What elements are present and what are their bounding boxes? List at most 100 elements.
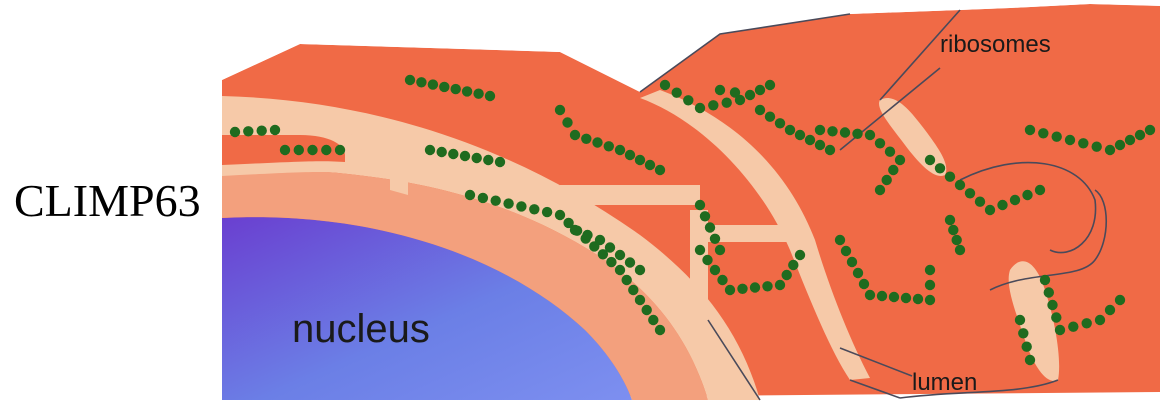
ribosome-dot (570, 225, 580, 235)
ribosome-dot (635, 265, 645, 275)
ribosome-dot (925, 280, 935, 290)
ribosome-dot (243, 126, 253, 136)
ribosome-dot (307, 145, 317, 155)
ribosome-dot (1065, 135, 1075, 145)
ribosome-dot (615, 265, 625, 275)
ribosome-dot (321, 145, 331, 155)
ribosome-dot (795, 130, 805, 140)
ribosome-dot (1047, 300, 1057, 310)
ribosome-dot (615, 250, 625, 260)
ribosome-dot (835, 235, 845, 245)
ribosome-dot (827, 126, 837, 136)
ribosome-dot (775, 280, 785, 290)
ribosome-dot (451, 84, 461, 94)
ribosome-dot (785, 125, 795, 135)
ribosome-dot (529, 204, 539, 214)
ribosome-dot (840, 127, 850, 137)
ribosome-dot (788, 260, 798, 270)
ribosome-dot (997, 200, 1007, 210)
ribosome-dot (437, 147, 447, 157)
ribosome-dot (702, 255, 712, 265)
ribosomes-label: ribosomes (940, 31, 1051, 58)
ribosome-dot (925, 295, 935, 305)
ribosome-dot (648, 315, 658, 325)
ribosome-dot (815, 125, 825, 135)
ribosome-dot (1125, 135, 1135, 145)
ribosome-dot (615, 145, 625, 155)
ribosome-dot (695, 200, 705, 210)
ribosome-dot (625, 257, 635, 267)
ribosome-dot (462, 86, 472, 96)
ribosome-dot (230, 127, 240, 137)
ribosome-dot (555, 105, 565, 115)
ribosome-dot (635, 295, 645, 305)
ribosome-dot (1115, 140, 1125, 150)
ribosome-dot (717, 275, 727, 285)
ribosome-dot (478, 193, 488, 203)
ribosome-dot (1105, 145, 1115, 155)
ribosome-dot (710, 234, 720, 244)
ribosome-dot (852, 129, 862, 139)
ribosome-dot (710, 265, 720, 275)
ribosome-dot (542, 207, 552, 217)
ribosome-dot (416, 77, 426, 87)
ribosome-dot (913, 294, 923, 304)
ribosome-dot (755, 85, 765, 95)
ribosome-dot (865, 130, 875, 140)
ribosome-dot (1105, 305, 1115, 315)
ribosome-dot (715, 245, 725, 255)
ribosome-dot (635, 155, 645, 165)
ribosome-dot (955, 180, 965, 190)
ribosome-dot (1025, 355, 1035, 365)
ribosome-dot (865, 290, 875, 300)
ribosome-dot (1115, 295, 1125, 305)
ribosome-dot (570, 130, 580, 140)
ribosome-dot (485, 91, 495, 101)
ribosome-dot (465, 190, 475, 200)
ribosome-dot (495, 157, 505, 167)
ribosome-dot (765, 80, 775, 90)
ribosome-dot (460, 151, 470, 161)
ribosome-dot (715, 85, 725, 95)
ribosome-dot (841, 246, 851, 256)
ribosome-dot (755, 105, 765, 115)
ribosome-dot (645, 160, 655, 170)
ribosome-dot (1010, 195, 1020, 205)
ribosome-dot (1015, 315, 1025, 325)
lumen-label: lumen (912, 369, 977, 396)
ribosome-dot (925, 155, 935, 165)
ribosome-dot (885, 147, 895, 157)
ribosome-dot (1052, 132, 1062, 142)
ribosome-dot (439, 82, 449, 92)
ribosome-dot (875, 138, 885, 148)
ribosome-dot (875, 185, 885, 195)
ribosome-dot (294, 145, 304, 155)
ribosome-dot (700, 211, 710, 221)
ribosome-dot (655, 325, 665, 335)
ribosome-dot (655, 165, 665, 175)
ribosome-dot (1145, 125, 1155, 135)
ribosome-dot (1082, 318, 1092, 328)
ribosome-dot (622, 275, 632, 285)
ribosome-dot (555, 210, 565, 220)
ribosome-dot (1044, 287, 1054, 297)
ribosome-dot (606, 257, 616, 267)
ribosome-dot (948, 225, 958, 235)
ribosome-dot (280, 145, 290, 155)
ribosome-dot (1018, 328, 1028, 338)
ribosome-dot (335, 145, 345, 155)
ribosome-dot (1038, 128, 1048, 138)
ribosome-dot (952, 235, 962, 245)
ribosome-dot (1035, 185, 1045, 195)
ribosome-dot (945, 172, 955, 182)
ribosome-dot (725, 285, 735, 295)
ribosome-dot (672, 88, 682, 98)
ribosome-dot (1135, 130, 1145, 140)
ribosome-dot (516, 201, 526, 211)
ribosome-dot (965, 188, 975, 198)
ribosome-dot (428, 79, 438, 89)
ribosome-dot (730, 87, 740, 97)
ribosome-dot (859, 279, 869, 289)
